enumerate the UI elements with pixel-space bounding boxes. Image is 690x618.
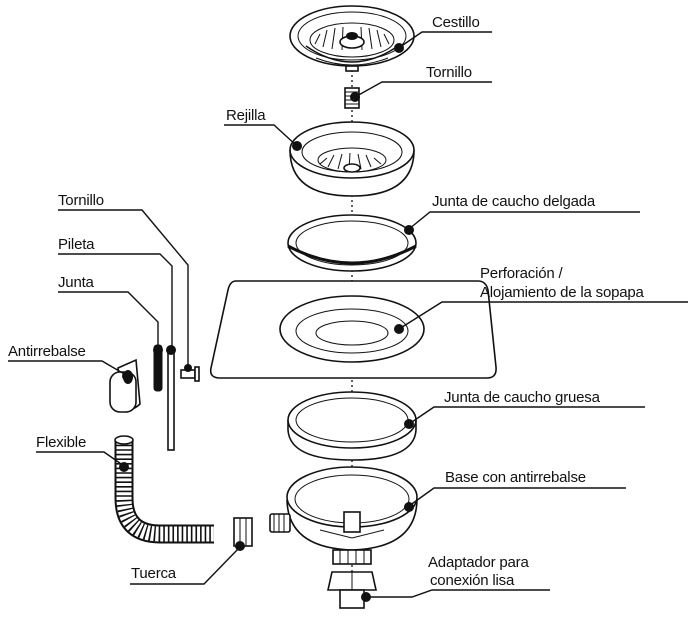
adaptador-label-1: Adaptador para — [428, 554, 529, 571]
antirrebalse-dot — [122, 371, 132, 381]
junta-delgada-label: Junta de caucho delgada — [432, 193, 596, 210]
rejilla-leader — [224, 124, 298, 147]
perforacion-leader — [398, 301, 688, 330]
tuerca-dot — [235, 541, 245, 551]
junta-gruesa-leader — [408, 406, 645, 425]
base-leader — [408, 487, 626, 507]
tornillo-top-dot — [350, 92, 360, 102]
antirrebalse-part — [109, 358, 141, 413]
perforacion-dot — [394, 324, 404, 334]
flexible-label: Flexible — [36, 434, 86, 451]
junta-left-dot — [153, 345, 163, 355]
cestillo-dot — [394, 43, 404, 53]
junta-gruesa-label: Junta de caucho gruesa — [444, 389, 601, 406]
junta-left-leader — [58, 291, 159, 346]
junta-gruesa-part — [287, 391, 417, 461]
flexible-part — [114, 435, 214, 544]
adaptador-leader — [366, 589, 550, 598]
tornillo-top-leader — [354, 81, 492, 98]
antirrebalse-label: Antirrebalse — [8, 343, 86, 360]
flexible-leader — [36, 451, 125, 467]
pileta-left-label: Pileta — [58, 236, 95, 253]
rejilla-part — [289, 121, 415, 197]
rejilla-label: Rejilla — [226, 107, 266, 124]
tornillo-left-dot — [184, 364, 192, 372]
tornillo-left-leader — [58, 209, 189, 366]
junta-delgada-part — [287, 214, 417, 272]
adaptador-dot — [361, 592, 371, 602]
rejilla-dot — [292, 141, 302, 151]
cestillo-part — [289, 5, 415, 72]
pileta-left-leader — [58, 253, 173, 346]
junta-delgada-dot — [404, 225, 414, 235]
cestillo-label: Cestillo — [432, 14, 480, 31]
perforacion-label-1: Perforación / — [480, 265, 563, 282]
pileta-left-part — [167, 349, 175, 451]
tuerca-part — [233, 517, 253, 547]
flexible-dot — [119, 462, 129, 472]
tornillo-top-label: Tornillo — [426, 64, 472, 81]
junta-delgada-leader — [408, 211, 640, 230]
antirrebalse-leader — [8, 360, 127, 376]
tuerca-leader — [130, 546, 241, 585]
adaptador-label-2: conexión lisa — [430, 572, 515, 589]
base-label: Base con antirrebalse — [445, 469, 586, 486]
cestillo-leader — [399, 31, 492, 48]
pileta-left-dot — [166, 345, 176, 355]
perforacion-label-2: Alojamiento de la sopapa — [480, 284, 645, 301]
junta-gruesa-dot — [404, 419, 414, 429]
tornillo-left-label: Tornillo — [58, 192, 104, 209]
junta-left-label: Junta — [58, 274, 95, 291]
base-part — [269, 466, 418, 565]
base-dot — [404, 502, 414, 512]
pileta-surface — [209, 280, 497, 379]
adaptador-part — [327, 571, 377, 609]
tuerca-label: Tuerca — [131, 565, 177, 582]
